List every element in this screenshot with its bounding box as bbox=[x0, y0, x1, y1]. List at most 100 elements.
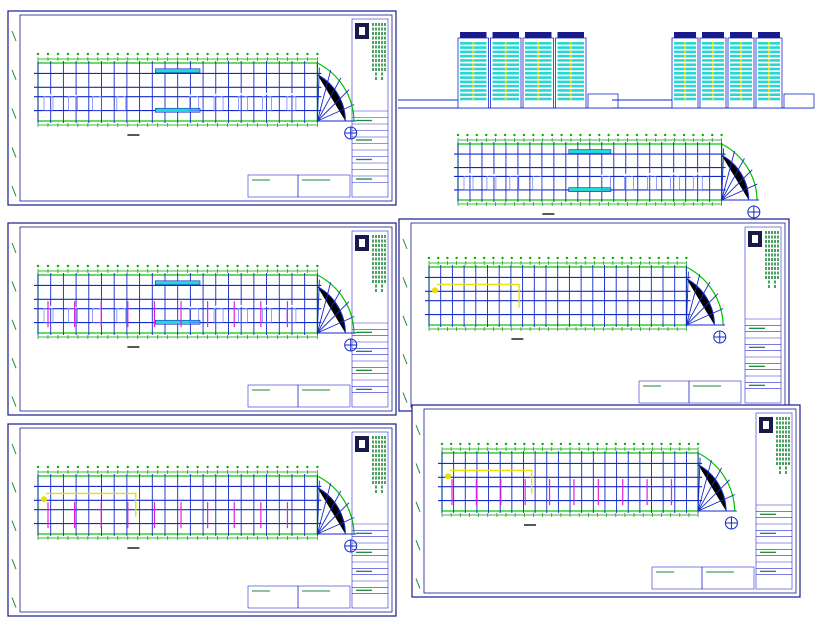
axis-bubble bbox=[528, 256, 532, 260]
unit-door bbox=[116, 92, 126, 98]
axis-bubble bbox=[226, 465, 229, 469]
margin-mark bbox=[11, 186, 17, 197]
drawing-info-box bbox=[297, 384, 351, 408]
axis-bubble bbox=[623, 442, 627, 446]
unit-door bbox=[237, 304, 248, 310]
radial-grid-line bbox=[317, 89, 350, 122]
axis-bubble bbox=[538, 256, 541, 260]
radial-grid-line bbox=[316, 70, 332, 122]
drawing-sheet-s1 bbox=[7, 10, 397, 206]
axis-bubble bbox=[306, 264, 309, 268]
unit-door bbox=[43, 92, 53, 98]
unit-door bbox=[67, 92, 77, 98]
axis-bubble bbox=[166, 52, 169, 56]
unit-door bbox=[237, 92, 248, 98]
unit-door bbox=[646, 172, 657, 177]
balcony bbox=[712, 59, 714, 62]
curved-wing-wall bbox=[317, 475, 355, 535]
balcony bbox=[684, 50, 686, 54]
axis-bubble bbox=[156, 465, 159, 469]
unit-door bbox=[623, 172, 634, 177]
axis-bubble bbox=[449, 442, 453, 446]
axis-bubble bbox=[523, 442, 526, 446]
unit-door bbox=[509, 172, 519, 177]
curved-wing-grid bbox=[721, 154, 750, 201]
balcony bbox=[472, 63, 475, 67]
radial-grid-line bbox=[316, 77, 342, 122]
axis-bubble bbox=[639, 256, 642, 260]
balcony bbox=[712, 63, 714, 67]
balcony bbox=[569, 46, 572, 49]
margin-mark bbox=[402, 392, 408, 403]
axis-bubble bbox=[669, 442, 672, 446]
axis-bubble bbox=[276, 264, 279, 268]
balcony bbox=[537, 63, 540, 67]
axis-bubble bbox=[501, 256, 504, 260]
margin-mark bbox=[402, 315, 408, 326]
axis-bubble bbox=[36, 465, 40, 469]
balcony bbox=[569, 84, 572, 88]
stair-core bbox=[155, 280, 201, 286]
axis-bubble bbox=[676, 256, 679, 260]
balcony bbox=[712, 54, 714, 58]
balcony bbox=[537, 89, 540, 92]
axis-bubble bbox=[587, 442, 590, 446]
balcony bbox=[684, 54, 686, 58]
axis-bubble bbox=[76, 264, 80, 268]
axis-bubble bbox=[176, 465, 179, 469]
unit-door bbox=[261, 304, 272, 310]
drawing-sheet-s3 bbox=[7, 423, 397, 617]
unit-door bbox=[91, 92, 102, 98]
balcony bbox=[472, 80, 475, 84]
roof-parapet bbox=[674, 32, 696, 38]
axis-bubble bbox=[550, 442, 553, 446]
unit-room bbox=[213, 308, 224, 323]
balcony bbox=[537, 84, 540, 88]
balcony bbox=[684, 80, 686, 84]
balcony bbox=[569, 63, 572, 67]
unit-room bbox=[486, 176, 497, 191]
balcony bbox=[569, 50, 572, 54]
balcony bbox=[504, 84, 507, 88]
axis-bubble bbox=[266, 264, 269, 268]
marker-dot bbox=[41, 496, 47, 503]
balcony bbox=[472, 50, 475, 54]
axis-bubble bbox=[654, 133, 657, 137]
balcony bbox=[768, 89, 770, 92]
axis-bubble bbox=[136, 52, 139, 56]
radial-grid-line bbox=[316, 282, 332, 334]
axis-bubble bbox=[186, 52, 189, 56]
balcony bbox=[768, 84, 770, 88]
axis-bubble bbox=[116, 264, 120, 268]
sheet-inner-border bbox=[19, 427, 393, 613]
axis-bubble bbox=[66, 52, 70, 56]
axis-bubble bbox=[296, 465, 299, 469]
radial-grid-line bbox=[317, 502, 350, 535]
axis-bubble bbox=[286, 264, 289, 268]
radial-grid-line bbox=[316, 279, 320, 334]
drawing-info-box bbox=[297, 585, 351, 609]
stair-core bbox=[155, 107, 201, 113]
axis-bubble bbox=[166, 465, 169, 469]
axis-bubble bbox=[560, 133, 563, 137]
axis-bubble bbox=[246, 52, 249, 56]
axis-bubble bbox=[626, 133, 629, 137]
balcony bbox=[504, 63, 507, 67]
axis-bubble bbox=[46, 264, 50, 268]
sheet-inner-border bbox=[19, 14, 393, 202]
balcony bbox=[684, 67, 686, 71]
balcony bbox=[569, 72, 572, 75]
balcony bbox=[472, 46, 475, 49]
axis-bubble bbox=[46, 52, 50, 56]
axis-bubble bbox=[519, 256, 523, 260]
axis-bubble bbox=[436, 256, 440, 260]
axis-bubble bbox=[216, 264, 219, 268]
axis-bubble bbox=[565, 256, 569, 260]
stair-core bbox=[155, 319, 201, 325]
unit-door bbox=[692, 172, 702, 177]
balcony bbox=[569, 80, 572, 84]
elevations-layer bbox=[398, 32, 815, 109]
balcony bbox=[768, 42, 770, 45]
yellow-zone bbox=[450, 469, 533, 494]
sheet-inner-border bbox=[423, 408, 797, 594]
